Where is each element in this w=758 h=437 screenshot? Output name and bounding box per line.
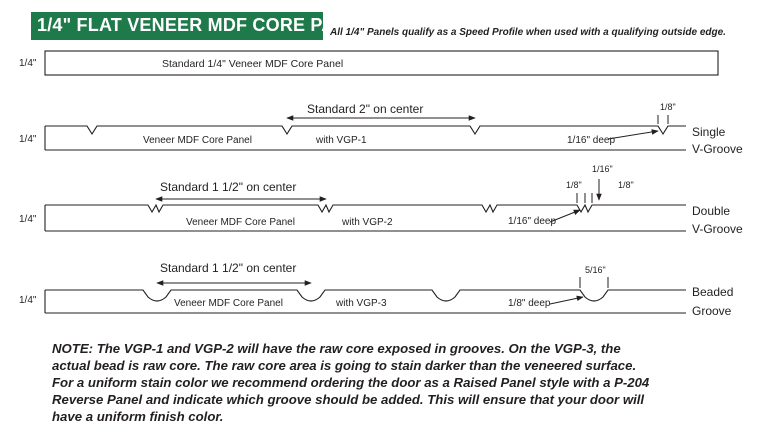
vgp2-top-profile xyxy=(45,203,686,214)
note-line: For a uniform stain color we recommend o… xyxy=(52,375,650,390)
vgp3-depth-arrow xyxy=(549,295,584,305)
vgp1-depth-label: 1/16" deep xyxy=(567,135,615,146)
vgp3-spacing-label: Standard 1 1/2" on center xyxy=(160,261,296,275)
standard-panel-outline xyxy=(44,50,719,76)
standard-panel-thickness: 1/4" xyxy=(19,58,37,69)
vgp3-core-label: Veneer MDF Core Panel xyxy=(174,298,283,309)
vgp1-with-label: with VGP-1 xyxy=(315,135,367,146)
vgp1-spacing-label: Standard 2" on center xyxy=(307,102,423,116)
standard-panel-label: Standard 1/4" Veneer MDF Core Panel xyxy=(162,58,343,70)
vgp3-width-dim: 5/16" xyxy=(585,265,606,275)
vgp3-name-line1: Beaded xyxy=(692,285,733,299)
stain-note: NOTE: The VGP-1 and VGP-2 will have the … xyxy=(52,340,752,425)
vgp2-width-dim-center: 1/16" xyxy=(592,164,613,174)
vgp1-core-label: Veneer MDF Core Panel xyxy=(143,135,252,146)
vgp1-top-profile xyxy=(45,125,686,136)
note-line: actual bead is raw core. The raw core ar… xyxy=(52,358,637,373)
vgp2-name-line1: Double xyxy=(692,204,730,218)
vgp2-core-label: Veneer MDF Core Panel xyxy=(186,217,295,228)
vgp2-width-dim-left: 1/8" xyxy=(566,180,582,190)
vgp2-depth-label: 1/16" deep xyxy=(508,216,556,227)
note-line: have a uniform finish color. xyxy=(52,409,224,424)
note-line: Reverse Panel and indicate which groove … xyxy=(52,392,645,407)
speed-profile-note: All 1/4" Panels qualify as a Speed Profi… xyxy=(330,27,726,38)
page-title: 1/4" FLAT VENEER MDF CORE PANELS xyxy=(37,15,384,35)
vgp2-spacing-label: Standard 1 1/2" on center xyxy=(160,180,296,194)
vgp1-name-line2: V-Groove xyxy=(692,142,743,156)
vgp2-with-label: with VGP-2 xyxy=(341,217,393,228)
vgp2-thickness: 1/4" xyxy=(19,214,37,225)
vgp1-width-dim: 1/8" xyxy=(660,102,676,112)
vgp1-depth-arrow xyxy=(607,129,659,140)
vgp2-width-dim-right: 1/8" xyxy=(618,180,634,190)
vgp2-depth-arrow xyxy=(549,209,581,223)
vgp3-depth-label: 1/8" deep xyxy=(508,298,551,309)
note-line: NOTE: The VGP-1 and VGP-2 will have the … xyxy=(52,341,621,356)
vgp3-name-line2: Groove xyxy=(692,304,732,318)
vgp1-panel: Standard 2" on center 1/4" Veneer MDF Co… xyxy=(19,102,743,156)
vgp1-thickness: 1/4" xyxy=(19,134,37,145)
standard-panel: 1/4" Standard 1/4" Veneer MDF Core Panel xyxy=(19,50,719,76)
vgp3-with-label: with VGP-3 xyxy=(335,298,387,309)
vgp3-top-profile xyxy=(45,289,686,302)
vgp2-name-line2: V-Groove xyxy=(692,222,743,236)
vgp3-thickness: 1/4" xyxy=(19,295,37,306)
vgp1-name-line1: Single xyxy=(692,125,726,139)
title-banner: 1/4" FLAT VENEER MDF CORE PANELS xyxy=(31,12,383,40)
vgp3-panel: Standard 1 1/2" on center 1/4" Veneer MD… xyxy=(19,261,733,318)
vgp2-panel: Standard 1 1/2" on center 1/4" Veneer MD… xyxy=(19,164,743,236)
